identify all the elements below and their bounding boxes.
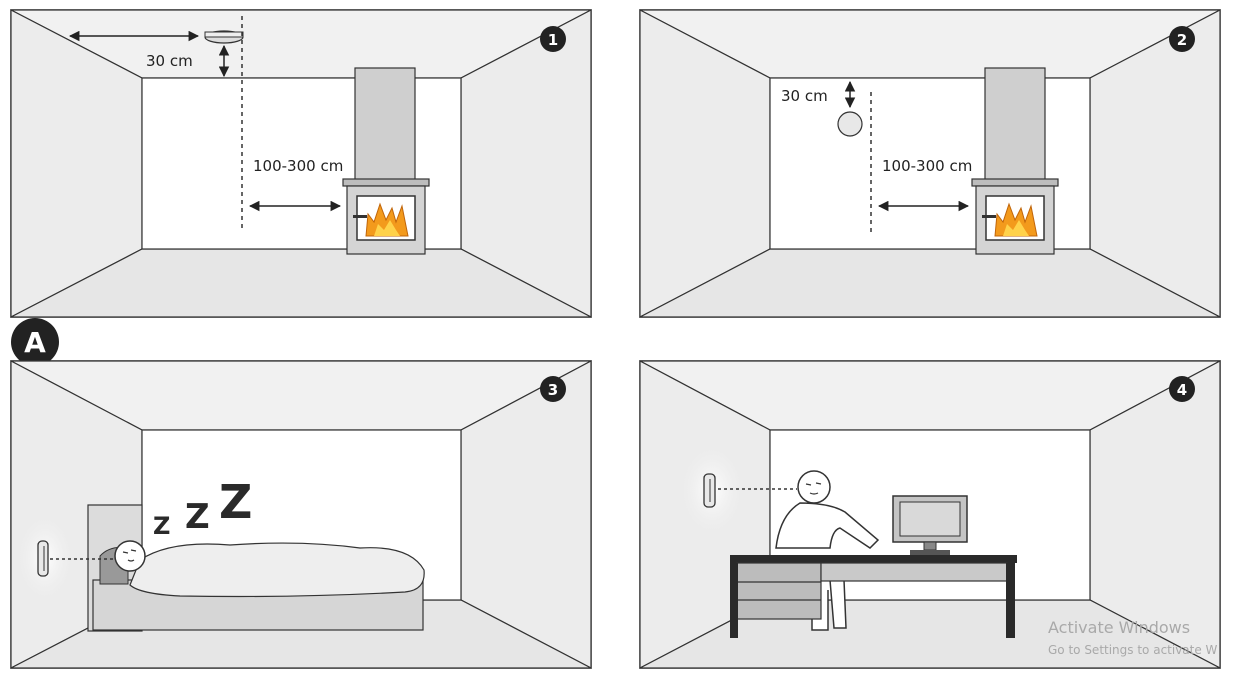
snore-letter-medium: Z [185,497,210,537]
wall-smoke-detector-icon [37,540,49,577]
computer-monitor-icon [892,495,968,555]
watermark-title: Activate Windows [1048,618,1190,637]
ceiling-distance-label: 30 cm [781,87,828,105]
panel-4-number: 4 [1177,381,1187,399]
panel-3-number: 3 [548,381,558,399]
ceiling-distance-label: 30 cm [146,52,193,70]
panel-4-room [639,360,1221,669]
watermark-subtitle: Go to Settings to activate W [1048,643,1218,657]
sleeping-person-head-icon [114,540,146,572]
panel-2-number: 2 [1177,31,1187,49]
desk-icon [730,555,1017,638]
fireplace-distance-label: 100-300 cm [882,157,972,175]
snore-letter-small: Z [153,512,170,540]
figure-label: A [24,326,46,359]
snore-letter-large: Z [219,475,252,529]
panel-2-badge: 2 [1169,26,1195,52]
panel-1-room: 30 cm 100-300 cm [10,9,592,318]
fireplace-icon [342,67,430,255]
seated-person-icon [775,470,880,631]
wall-smoke-detector-icon [703,473,716,508]
wall-smoke-detector-icon [837,111,863,137]
fireplace-icon [971,67,1059,255]
figure-label-badge: A [11,318,59,366]
panel-3-room: Z Z Z [10,360,592,669]
panel-4-badge: 4 [1169,376,1195,402]
panel-3-badge: 3 [540,376,566,402]
panel-1-badge: 1 [540,26,566,52]
ceiling-smoke-detector-icon [204,30,244,44]
windows-activation-watermark: Activate Windows Go to Settings to activ… [1048,618,1218,657]
panel-2-room: 30 cm 100-300 cm [639,9,1221,318]
panel-1-number: 1 [548,31,558,49]
fireplace-distance-label: 100-300 cm [253,157,343,175]
